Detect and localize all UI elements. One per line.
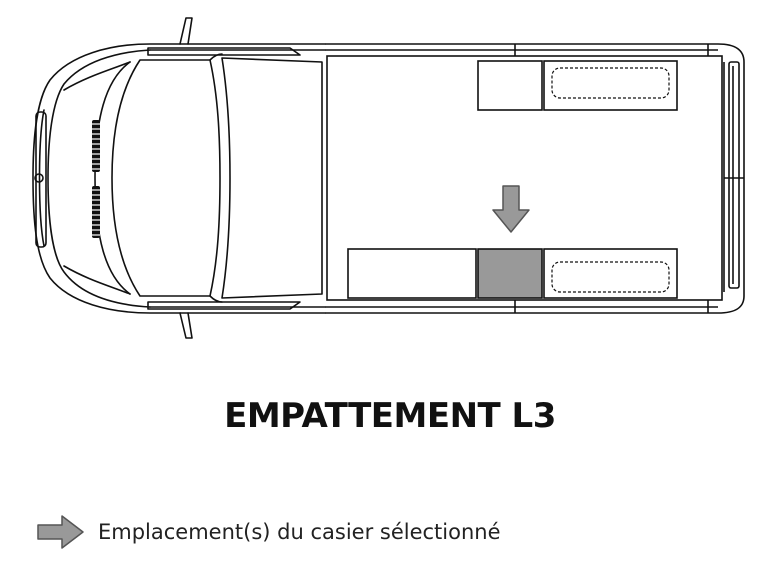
- van-top-view: [32, 17, 745, 339]
- legend-label: Emplacement(s) du casier sélectionné: [98, 520, 501, 544]
- bottom-slot-3: [543, 248, 678, 299]
- grille-lines: [92, 123, 100, 236]
- cargo-area: [325, 43, 745, 314]
- bottom-slot-1: [347, 248, 477, 299]
- arrow-right-icon: [37, 515, 84, 549]
- bottom-compartments: [347, 248, 678, 299]
- bottom-slot-selected: [477, 248, 543, 299]
- top-slot-1: [477, 60, 543, 111]
- legend: Emplacement(s) du casier sélectionné: [36, 513, 501, 551]
- top-compartments: [477, 60, 678, 111]
- cab: [32, 17, 326, 339]
- top-slot-2: [543, 60, 678, 111]
- selection-arrow-down-icon: [492, 185, 530, 233]
- diagram-title: EMPATTEMENT L3: [224, 396, 556, 436]
